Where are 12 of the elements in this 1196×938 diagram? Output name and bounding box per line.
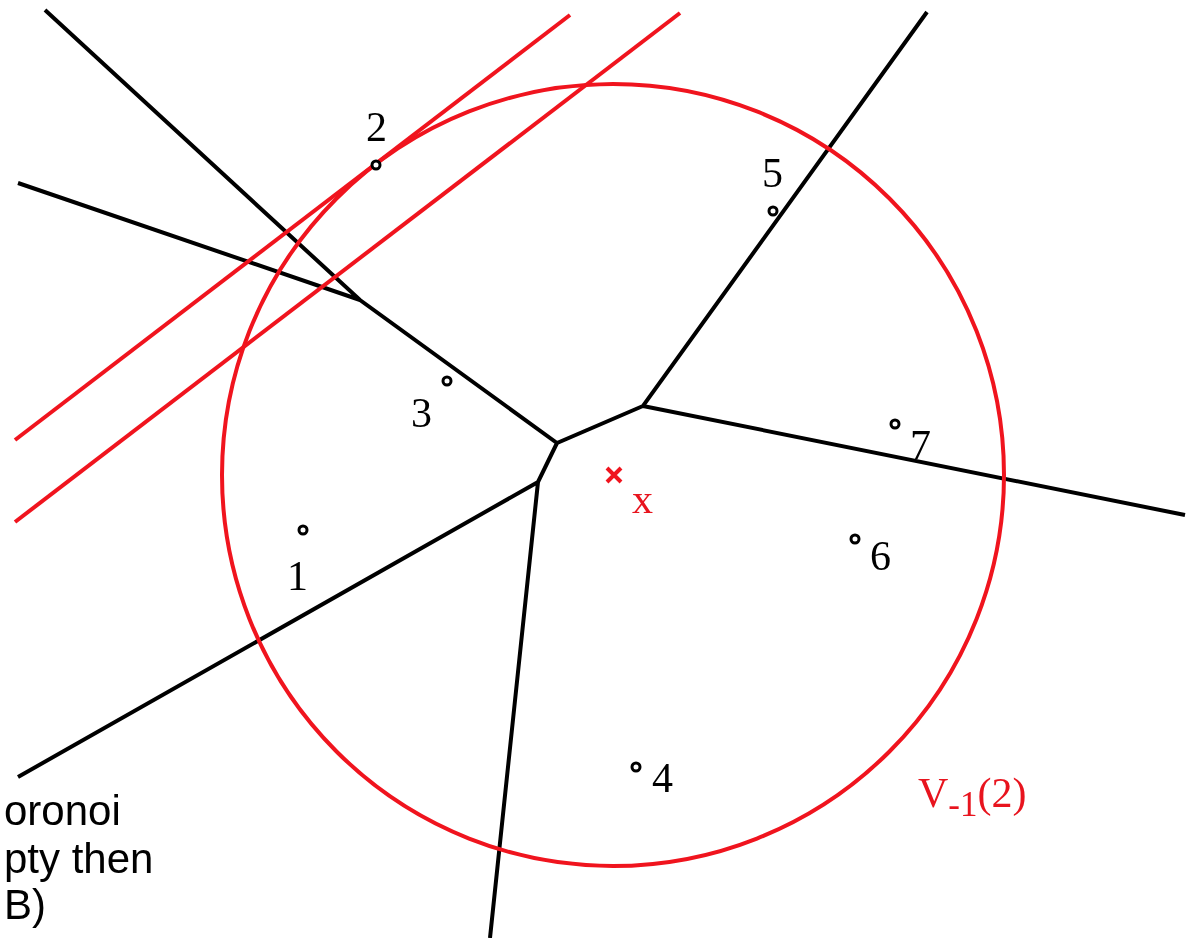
point-number: 3 <box>411 392 432 434</box>
point-number: 5 <box>762 152 783 194</box>
point-number: 6 <box>870 535 891 577</box>
point-number: 2 <box>366 106 387 148</box>
region-label: V$_{-1}$(2) <box>918 772 1027 823</box>
point-number: 7 <box>910 424 931 466</box>
point-label: x <box>632 478 653 520</box>
text-fragment: pty then <box>4 838 154 880</box>
text-fragment: B) <box>4 884 46 926</box>
point-number: 4 <box>652 757 673 799</box>
point-number: 1 <box>287 555 308 597</box>
text-fragment: oronoi <box>4 790 121 832</box>
